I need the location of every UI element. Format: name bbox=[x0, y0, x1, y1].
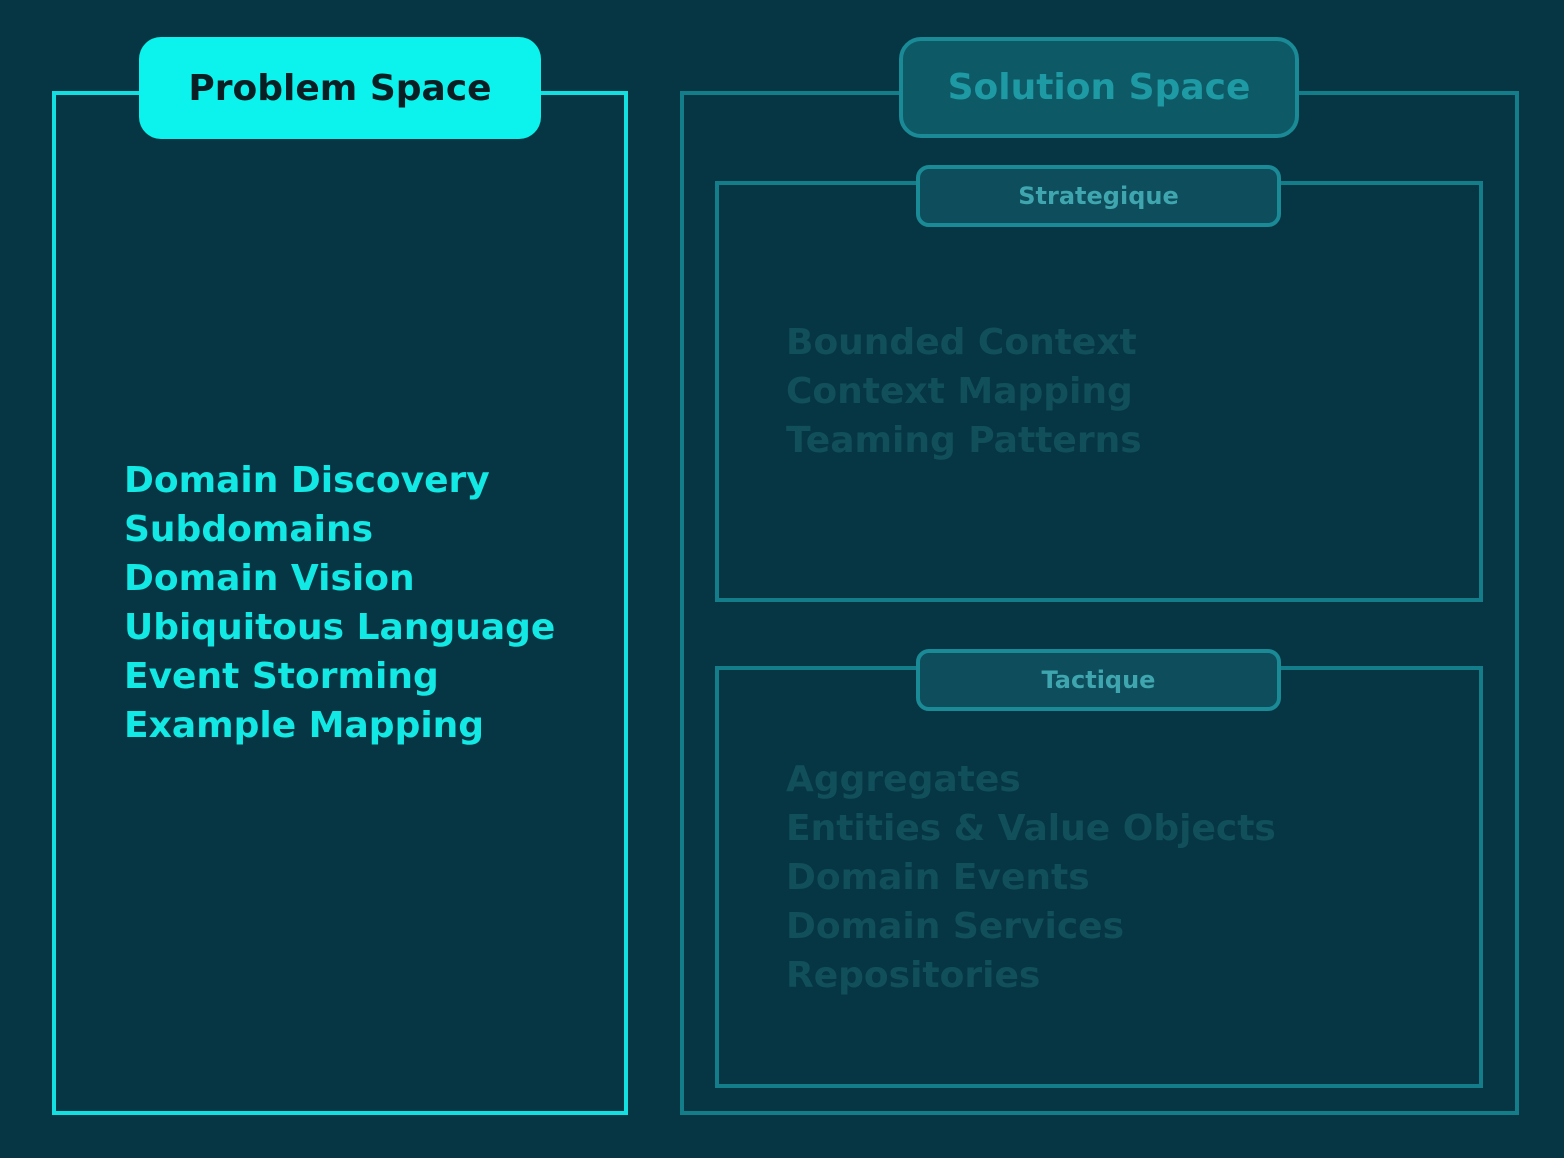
tactical-item-domain-services: Domain Services bbox=[786, 906, 1125, 947]
strategic-title: Strategique bbox=[916, 165, 1281, 227]
problem-item-example-mapping: Example Mapping bbox=[124, 705, 485, 746]
problem-space-list: Domain Discovery Subdomains Domain Visio… bbox=[124, 456, 555, 750]
problem-item-event-storming: Event Storming bbox=[124, 656, 439, 697]
strategic-item-bounded-context: Bounded Context bbox=[786, 322, 1137, 363]
strategic-item-teaming-patterns: Teaming Patterns bbox=[786, 420, 1142, 461]
problem-item-subdomains: Subdomains bbox=[124, 509, 374, 550]
tactical-item-domain-events: Domain Events bbox=[786, 857, 1090, 898]
strategic-list: Bounded Context Context Mapping Teaming … bbox=[786, 318, 1142, 465]
problem-space-title: Problem Space bbox=[139, 37, 541, 139]
solution-space-title: Solution Space bbox=[899, 37, 1299, 138]
tactical-list: Aggregates Entities & Value Objects Doma… bbox=[786, 755, 1276, 1000]
problem-item-domain-discovery: Domain Discovery bbox=[124, 460, 490, 501]
tactical-item-entities-value-objects: Entities & Value Objects bbox=[786, 808, 1276, 849]
strategic-item-context-mapping: Context Mapping bbox=[786, 371, 1133, 412]
tactical-title: Tactique bbox=[916, 649, 1281, 711]
tactical-item-aggregates: Aggregates bbox=[786, 759, 1021, 800]
problem-item-ubiquitous-language: Ubiquitous Language bbox=[124, 607, 556, 648]
problem-item-domain-vision: Domain Vision bbox=[124, 558, 415, 599]
tactical-item-repositories: Repositories bbox=[786, 955, 1041, 996]
